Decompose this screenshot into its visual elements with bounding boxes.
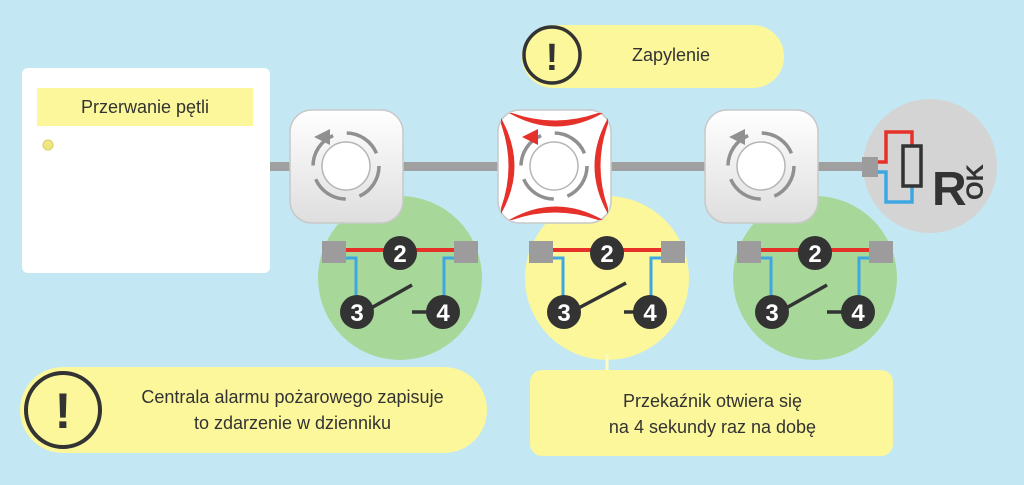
terminal-2-label: 2 — [393, 241, 406, 268]
detector-2-alarm — [497, 109, 612, 224]
log-message-line2: to zdarzenie w dzienniku — [193, 413, 392, 433]
log-message-line1: Centrala alarmu pożarowego zapisuje — [141, 387, 444, 407]
dust-banner — [522, 25, 784, 88]
resistor-letter: R — [932, 163, 967, 216]
terminal-4-label: 4 — [643, 300, 657, 327]
relay-message-line1: Przekaźnik otwiera się — [622, 391, 803, 411]
terminal-3-label: 3 — [557, 300, 570, 327]
log-message-pill — [20, 367, 487, 453]
detector-1-terminals: 2 3 4 — [340, 236, 460, 329]
terminal-4-label: 4 — [436, 300, 450, 327]
relay-message-box — [530, 370, 893, 456]
detector-3 — [704, 109, 819, 224]
terminal-3-label: 3 — [765, 300, 778, 327]
dust-banner-label: Zapylenie — [631, 45, 711, 65]
relay-message-line2: na 4 sekundy raz na dobę — [608, 417, 817, 437]
exclamation-icon-glyph: ! — [546, 37, 559, 79]
end-resistor: R OK — [862, 99, 997, 233]
resistor-subscript: OK — [962, 163, 989, 200]
panel-label: Przerwanie pętli — [80, 97, 210, 117]
detector-2-terminals: 2 3 4 — [547, 236, 667, 329]
terminal-4-label: 4 — [851, 300, 865, 327]
terminal-3-label: 3 — [350, 300, 363, 327]
log-message-text: Centrala alarmu pożarowego zapisuje to z… — [110, 384, 475, 436]
detector-1 — [289, 109, 404, 224]
exclamation-icon — [522, 25, 582, 85]
detector-3-terminals: 2 3 4 — [755, 236, 875, 329]
exclamation-icon-glyph: ! — [55, 383, 72, 439]
terminal-2-label: 2 — [600, 241, 613, 268]
led-indicator — [42, 139, 54, 151]
terminal-2-label: 2 — [808, 241, 821, 268]
panel-label-box — [37, 88, 253, 126]
relay-message-text: Przekaźnik otwiera się na 4 sekundy raz … — [545, 388, 880, 440]
exclamation-icon — [24, 371, 102, 449]
